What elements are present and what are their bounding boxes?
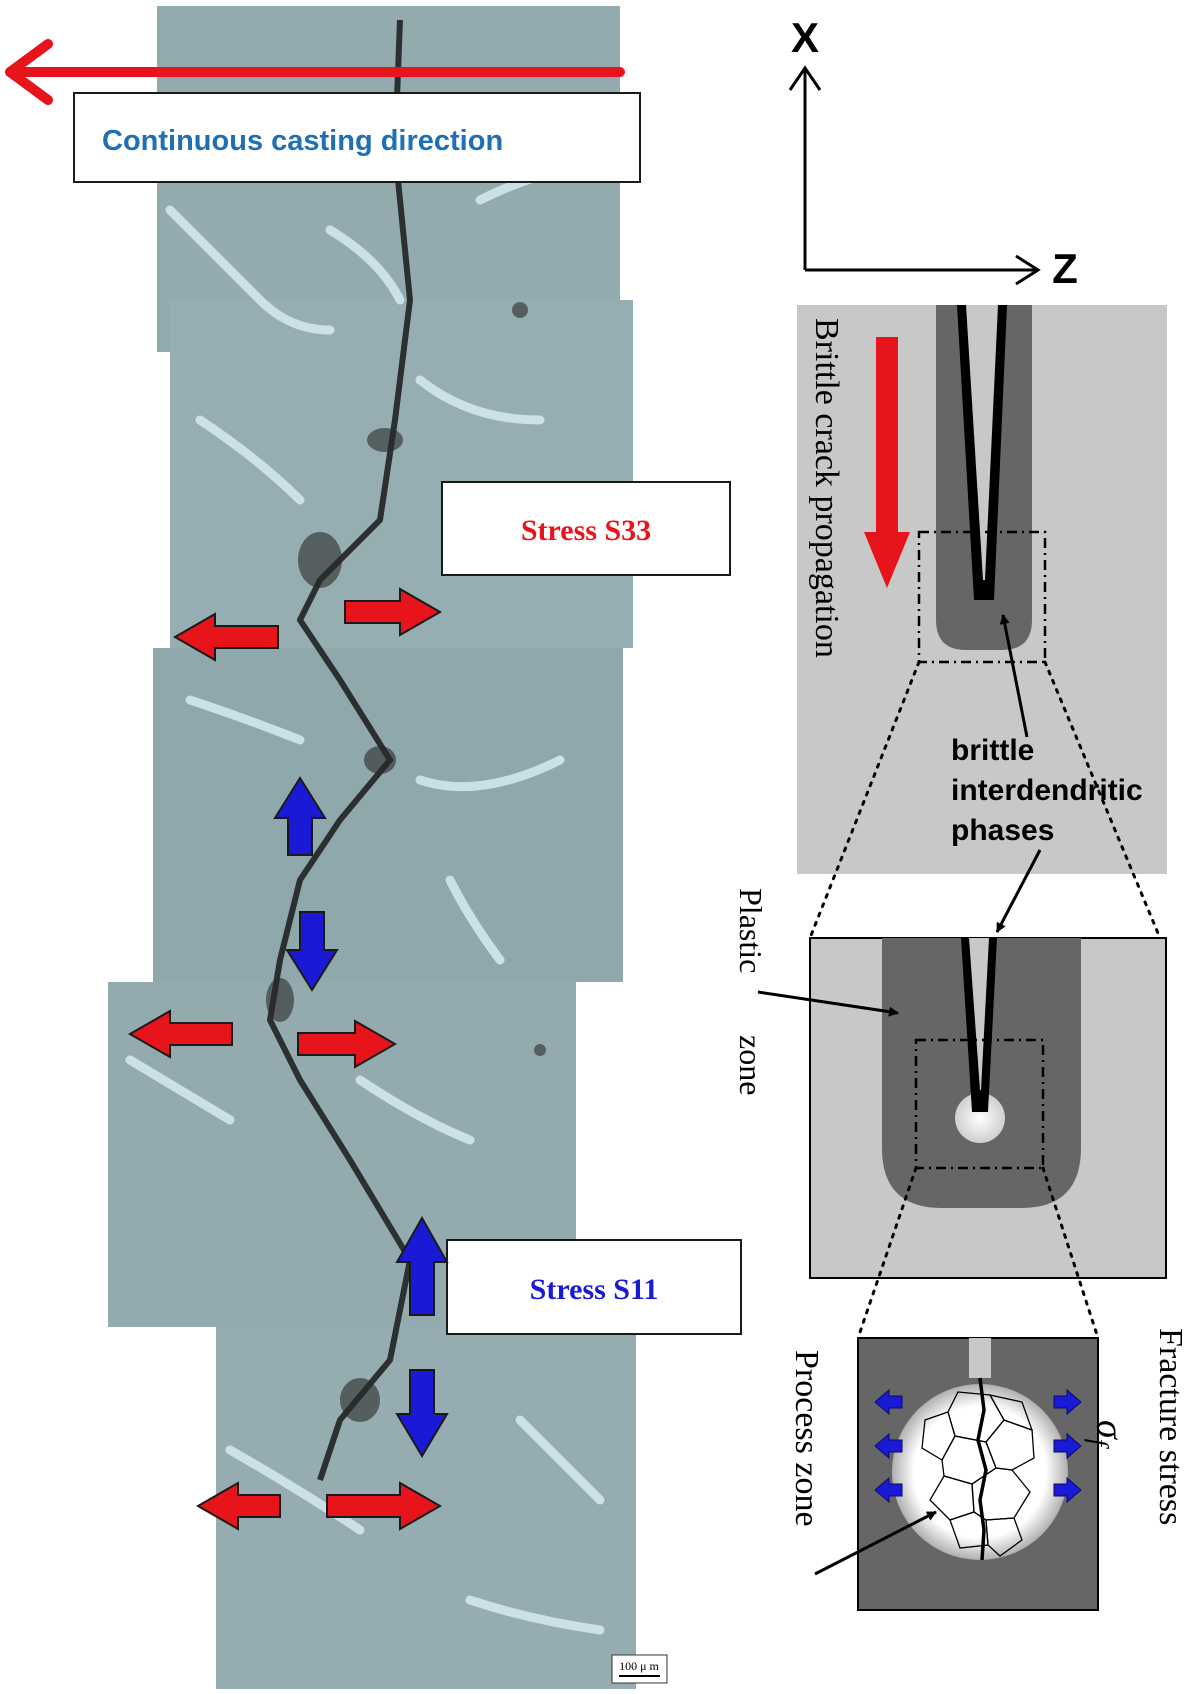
fracture-stress-arrows [874, 1388, 1082, 1504]
casting-direction-box [73, 92, 641, 183]
phases-label-line3: phases [951, 814, 1054, 847]
red-stress-arrow-left-3 [195, 1481, 281, 1531]
casting-direction-arrow [5, 39, 625, 105]
interdendritic-phase-streaks [125, 155, 615, 1635]
stress-s33-box [441, 481, 731, 576]
process-zone-crack [976, 1377, 988, 1561]
zoom-connector-left-1 [808, 660, 921, 940]
sigma-f-symbol: σf [1084, 1420, 1131, 1450]
x-axis-arrowhead [788, 65, 822, 91]
plastic-zone-pointer [757, 990, 899, 1017]
blue-stress-arrow-down-1 [285, 911, 339, 992]
zoom-connector-left-2 [856, 1166, 918, 1340]
process-zone-circle [892, 1384, 1068, 1560]
schematic-panel-overview: Brittle crack propagation brittle interd… [797, 305, 1167, 933]
plastic-zone-zoom-box [914, 1038, 1045, 1170]
schematic-panel-plastic-zone: Plastic zone [733, 888, 1167, 1279]
z-axis-arrowhead [1015, 254, 1041, 286]
coordinate-axes: X Z [788, 14, 1078, 292]
stress-s33-label: Stress S33 [521, 514, 651, 547]
crack-propagation-arrow [864, 337, 910, 588]
process-zone-notch [969, 1338, 991, 1378]
process-zone-label: Process zone [788, 1350, 825, 1527]
schematic-panel-process-zone: Fracture stress σf Process zone [788, 1328, 1189, 1611]
blue-stress-arrow-down-2 [395, 1369, 449, 1458]
blue-stress-arrow-up-2 [395, 1215, 449, 1316]
scale-bar: 100 μ m [611, 1654, 668, 1684]
micrograph-tile-3 [153, 648, 623, 982]
zoom-connector-right-2 [1041, 1166, 1100, 1340]
plastic-zone-label-line2: zone [733, 1035, 769, 1095]
phases-label-line2: interdendritic [951, 774, 1143, 807]
stress-s11-box [446, 1239, 742, 1335]
crack-tip-process-zone [955, 1093, 1005, 1143]
crack-schematic: Brittle crack propagation brittle interd… [733, 305, 1189, 1611]
x-axis-label: X [791, 14, 819, 61]
crack-propagation-label: Brittle crack propagation [808, 318, 845, 658]
stress-s11-label: Stress S11 [530, 1273, 659, 1306]
overview-zoom-box [917, 530, 1047, 664]
fracture-stress-label: Fracture stress [1152, 1328, 1189, 1525]
red-stress-arrow-right-1 [344, 587, 443, 637]
phases-pointer-upper [999, 614, 1029, 738]
zoom-connector-right-1 [1043, 660, 1162, 940]
red-stress-arrow-left-2 [127, 1009, 233, 1059]
blue-stress-arrow-up-1 [273, 776, 327, 856]
z-axis-label: Z [1052, 245, 1078, 292]
scale-bar-label: 100 μ m [619, 1659, 659, 1673]
process-zone-pointer [814, 1510, 937, 1576]
red-stress-arrow-right-3 [326, 1481, 443, 1531]
phases-label-line1: brittle [951, 734, 1034, 767]
micrograph-dark-spots [266, 302, 546, 1422]
plastic-zone-label-line1: Plastic [733, 888, 769, 973]
red-stress-arrow-left-1 [172, 612, 279, 662]
phases-pointer-lower [995, 849, 1042, 933]
process-zone-grains [921, 1391, 1035, 1557]
micrograph-panel: 100 μ m Continuous casting direction Str… [5, 6, 742, 1689]
casting-direction-label: Continuous casting direction [102, 125, 503, 157]
red-stress-arrow-right-2 [297, 1019, 398, 1069]
